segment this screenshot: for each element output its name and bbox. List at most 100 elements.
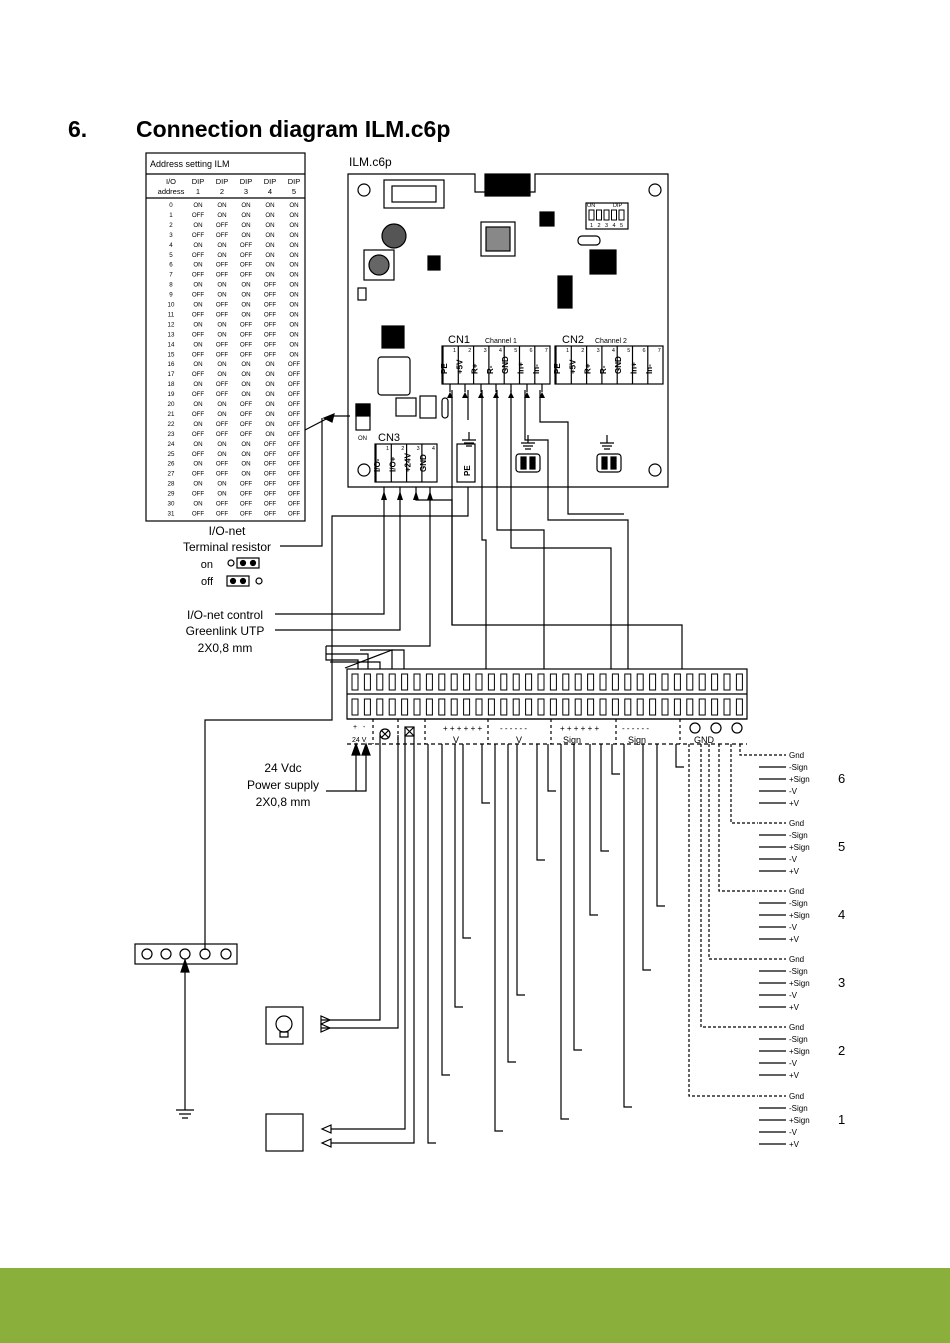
table-header: 3: [244, 187, 248, 196]
cn3-pin-number: 1: [386, 446, 389, 452]
output-wire-label: -Sign: [789, 967, 808, 976]
terminal-slot: [413, 698, 421, 716]
terminal-slot: [711, 673, 719, 691]
table-cell: OFF: [288, 481, 301, 488]
table-cell: OFF: [216, 381, 229, 388]
dip-switch: [585, 202, 629, 230]
pin-arrow: [508, 392, 514, 398]
ribbon-header: [383, 179, 445, 209]
terminal-slot: [512, 698, 520, 716]
terminal-slot: [500, 673, 508, 691]
table-cell: ON: [289, 242, 298, 249]
output-wire-label: +V: [789, 935, 800, 944]
table-cell: OFF: [216, 510, 229, 517]
terminal-slot: [438, 698, 446, 716]
table-cell: OFF: [216, 431, 229, 438]
output-wire-label: -V: [789, 855, 798, 864]
terminal-slot: [624, 698, 632, 716]
feeder-wire: [589, 744, 598, 916]
table-cell: OFF: [216, 351, 229, 358]
table-cell: ON: [289, 351, 298, 358]
table-cell: ON: [193, 501, 202, 508]
terminal-slot: [487, 673, 495, 691]
table-cell: OFF: [240, 272, 253, 279]
cn3-pin-number: 2: [401, 446, 404, 452]
cn3-pin-label: I/O-: [373, 458, 382, 472]
table-cell: ON: [289, 232, 298, 239]
mount-hole: [648, 183, 662, 197]
table-cell: OFF: [216, 262, 229, 269]
chip: [381, 325, 405, 349]
table-cell: ON: [265, 421, 274, 428]
table-header: DIP: [240, 177, 253, 186]
table-cell: ON: [193, 341, 202, 348]
feeder-wire: [642, 744, 651, 971]
output-wire-label: Gnd: [789, 819, 804, 828]
chip: [557, 275, 573, 309]
feeder-wire: [481, 744, 490, 804]
terminal-slot: [450, 673, 458, 691]
cn3-arrow: [427, 491, 433, 500]
table-cell: ON: [289, 252, 298, 259]
board-outline: [347, 173, 669, 488]
table-cell: ON: [241, 302, 250, 309]
chip: [539, 211, 555, 227]
terminal-slot: [549, 698, 557, 716]
supply-label: 24 Vdc: [264, 761, 301, 775]
terminal-slot: [463, 673, 471, 691]
table-cell: 21: [168, 411, 175, 418]
table-cell: ON: [217, 401, 226, 408]
output-wire-label: +Sign: [789, 1047, 810, 1056]
io-control-label: I/O-net control: [187, 608, 263, 622]
output-wire-label: Gnd: [789, 887, 804, 896]
table-cell: OFF: [288, 501, 301, 508]
table-cell: ON: [265, 242, 274, 249]
feeder-wire: [547, 744, 556, 792]
output-wire-label: +V: [789, 1071, 800, 1080]
table-cell: OFF: [264, 292, 277, 299]
table-cell: OFF: [264, 341, 277, 348]
dip-label: DIP: [613, 203, 623, 209]
table-cell: 8: [169, 282, 173, 289]
table-cell: ON: [193, 202, 202, 209]
table-cell: OFF: [216, 311, 229, 318]
terminal-slot: [525, 673, 533, 691]
cn3-pin-label: I/O+: [388, 456, 397, 472]
table-cell: ON: [265, 361, 274, 368]
plus-group: + + + + + +: [560, 724, 599, 733]
mount-hole: [357, 463, 371, 477]
table-cell: OFF: [288, 431, 301, 438]
table-cell: ON: [241, 471, 250, 478]
output-wire-label: +V: [789, 1140, 800, 1149]
table-cell: OFF: [240, 491, 253, 498]
terminal-slot: [723, 698, 731, 716]
terminal-slot: [673, 673, 681, 691]
table-cell: OFF: [192, 491, 205, 498]
cn1-pin-number: 5: [514, 348, 517, 354]
cn1-channel: Channel 1: [485, 338, 517, 345]
table-cell: OFF: [240, 421, 253, 428]
ground-feeder-wire: [730, 744, 758, 824]
terminal-slot: [537, 698, 545, 716]
terminal-slot: [711, 698, 719, 716]
table-cell: OFF: [264, 481, 277, 488]
terminal-slot: [438, 673, 446, 691]
board-name: ILM.c6p: [349, 155, 392, 169]
terminal-slot: [611, 698, 619, 716]
minus-group: - - - - - -: [622, 724, 649, 733]
table-cell: OFF: [216, 302, 229, 309]
cn2-pin-number: 1: [566, 348, 569, 354]
terminal-slot: [363, 698, 371, 716]
table-cell: ON: [193, 302, 202, 309]
terminal-slot: [649, 698, 657, 716]
table-cell: OFF: [288, 451, 301, 458]
table-cell: ON: [241, 371, 250, 378]
cn3-arrow: [397, 491, 403, 500]
channel-number: 3: [838, 975, 845, 990]
cn3-name: CN3: [378, 432, 400, 444]
io-net-label: I/O-net: [209, 524, 246, 538]
terminal-slot: [735, 673, 743, 691]
ground-symbol: [462, 432, 476, 447]
table-cell: OFF: [240, 341, 253, 348]
ground-jumper: [515, 453, 541, 473]
